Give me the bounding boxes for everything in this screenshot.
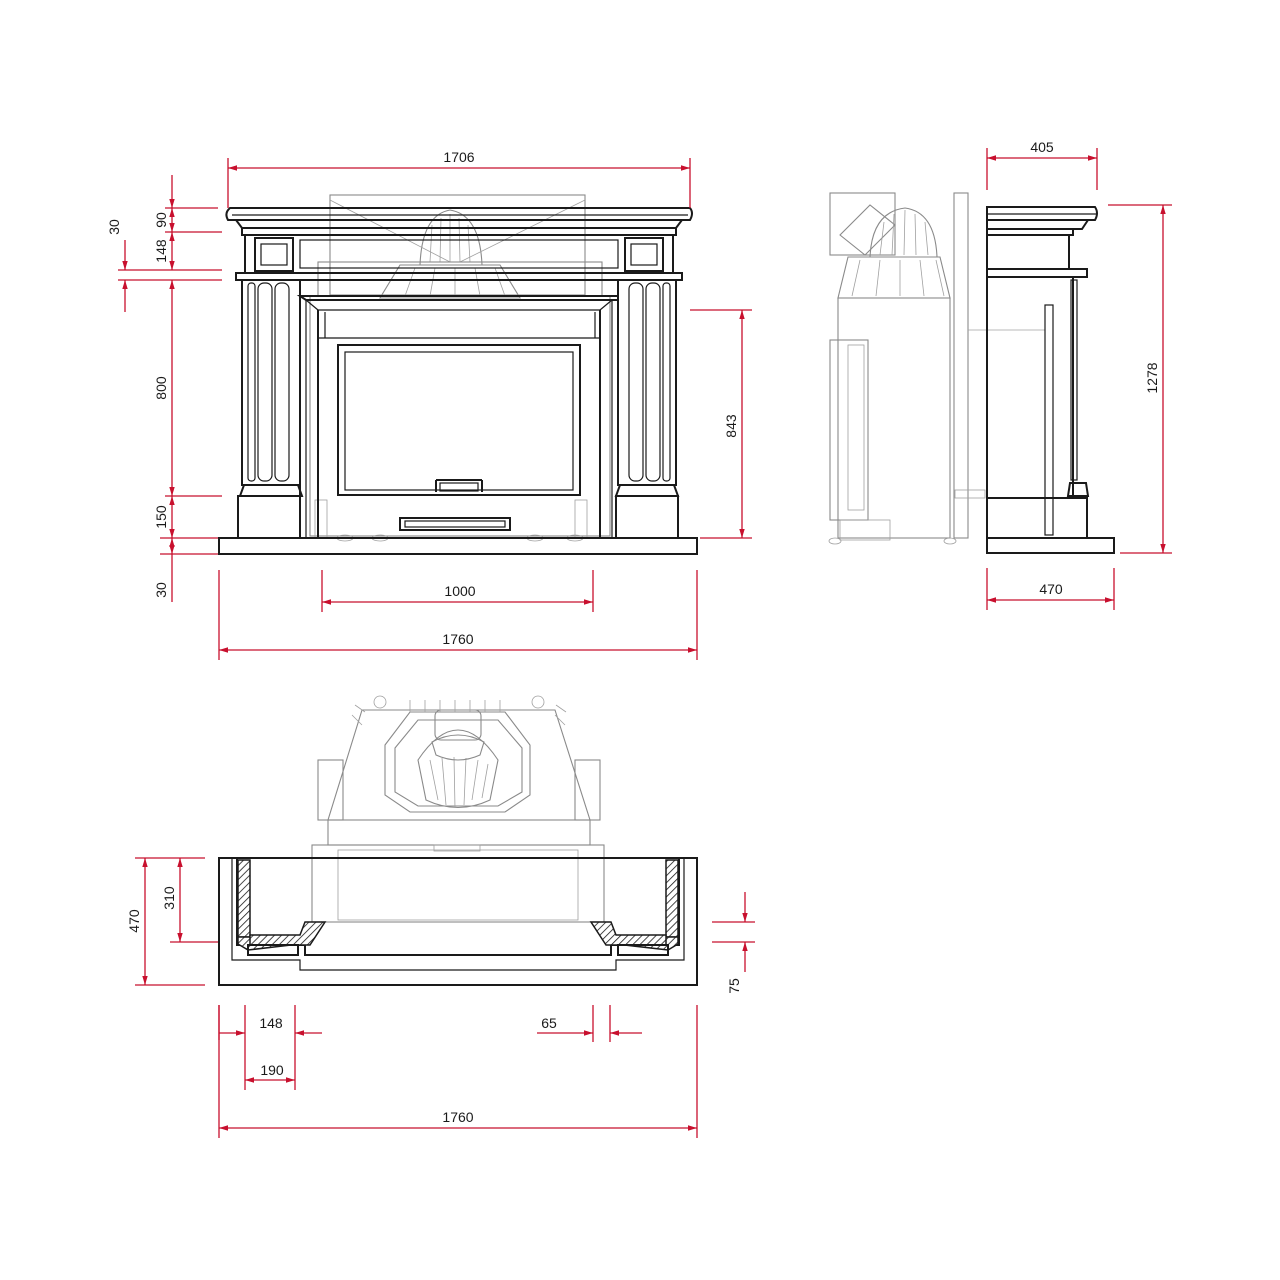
dim-front-column-height: 800 <box>153 376 169 400</box>
plan-view: 470 310 75 148 190 65 <box>126 695 755 1138</box>
dim-plan-total-depth: 470 <box>126 909 142 933</box>
side-view: 405 1278 470 <box>828 139 1172 610</box>
dim-plan-wall-offset: 65 <box>541 1015 557 1031</box>
dim-plan-step-depth: 75 <box>726 978 742 994</box>
front-insert-background <box>309 194 611 542</box>
front-dimensions: 1706 90 148 30 800 150 30 <box>106 149 752 660</box>
plan-mantel <box>218 857 698 986</box>
dim-front-plinth-height: 150 <box>153 505 169 529</box>
plan-insert-background <box>311 695 605 923</box>
side-mantel <box>986 206 1115 554</box>
dim-plan-column-width: 148 <box>259 1015 283 1031</box>
dim-plan-total-width: 1760 <box>442 1109 473 1125</box>
dim-front-opening-width: 1000 <box>444 583 475 599</box>
side-insert-background <box>828 192 1045 545</box>
dim-plan-pilaster-width: 190 <box>260 1062 284 1078</box>
dim-plan-inner-depth: 310 <box>161 886 177 910</box>
dim-front-base-width: 1760 <box>442 631 473 647</box>
dim-side-base-depth: 470 <box>1039 581 1063 597</box>
dim-front-top-width: 1706 <box>443 149 474 165</box>
front-mantel <box>218 207 698 555</box>
dim-front-top-slab: 30 <box>106 219 122 235</box>
front-view: 1706 90 148 30 800 150 30 <box>106 149 752 660</box>
dim-front-opening-height: 843 <box>723 414 739 438</box>
dim-side-top-depth: 405 <box>1030 139 1054 155</box>
dim-front-frieze-height: 148 <box>153 239 169 263</box>
plan-dimensions: 470 310 75 148 190 65 <box>126 857 755 1138</box>
side-dimensions: 405 1278 470 <box>986 139 1172 610</box>
dim-front-cornice-height: 90 <box>153 212 169 228</box>
dim-side-total-height: 1278 <box>1144 362 1160 393</box>
dim-front-base-height: 30 <box>153 582 169 598</box>
